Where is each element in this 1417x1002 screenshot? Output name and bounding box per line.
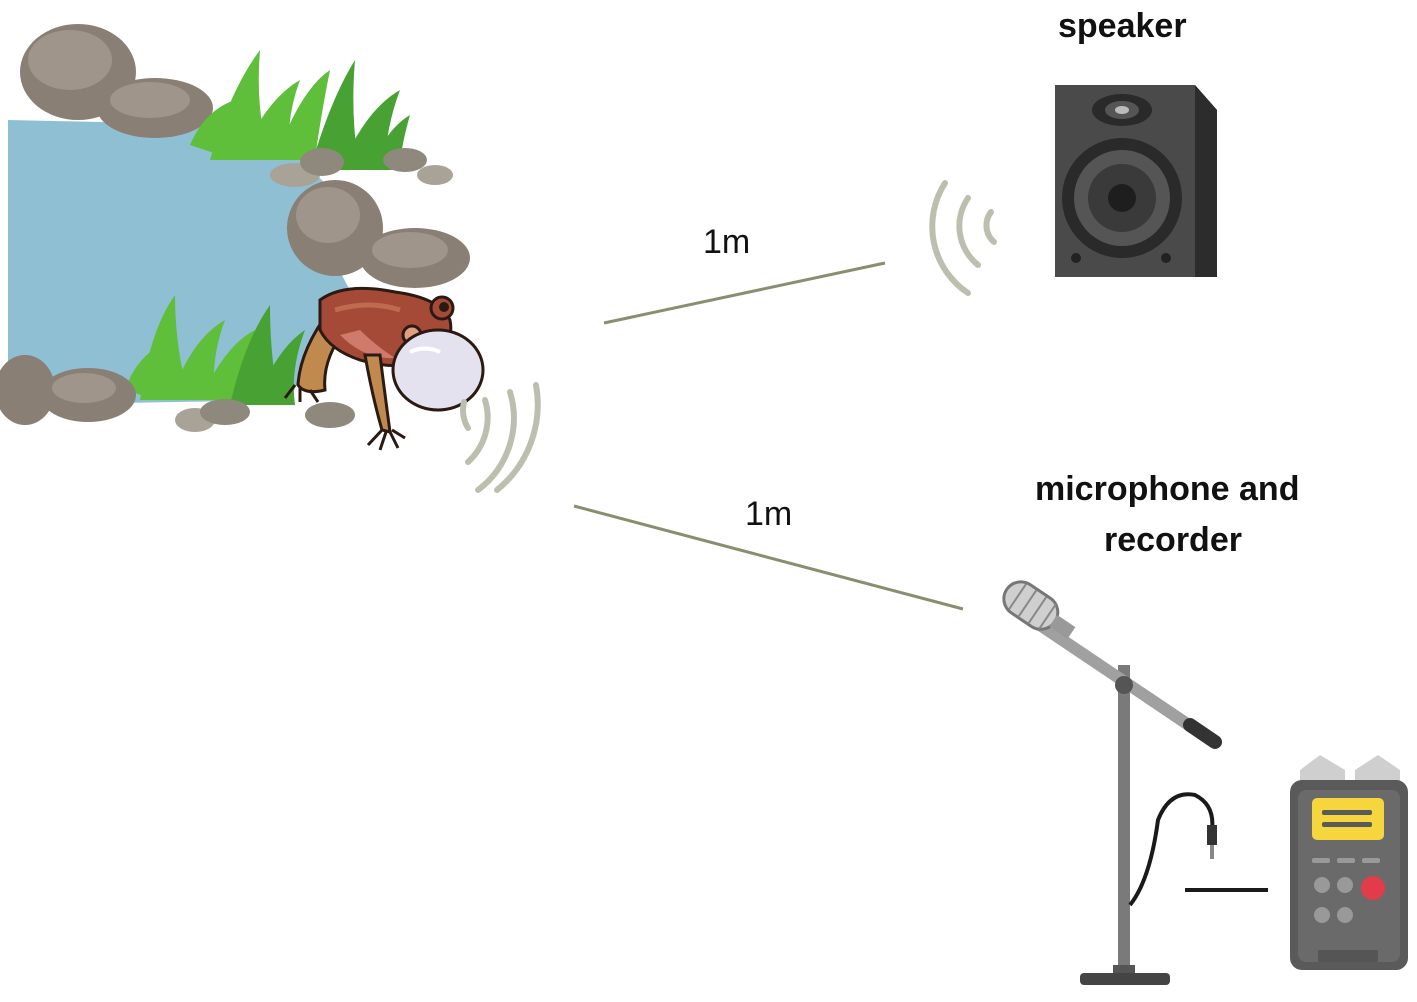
record-button	[1361, 876, 1385, 900]
speaker-icon	[1055, 85, 1217, 277]
pond-scene	[0, 24, 470, 432]
pebble	[200, 399, 250, 425]
microphone-on-stand-icon	[1002, 580, 1222, 985]
frog-sound-waves-icon	[460, 382, 541, 493]
microphone-label-line2: recorder	[1104, 521, 1242, 559]
pebble	[300, 148, 344, 176]
grass-cluster	[190, 50, 330, 160]
pebble	[305, 402, 355, 428]
speaker-label: speaker	[1058, 7, 1187, 45]
microphone-label-line1: microphone and	[1035, 470, 1300, 508]
rock	[296, 187, 360, 243]
pebble	[417, 165, 453, 185]
distance-line-speaker	[603, 261, 886, 325]
rock	[52, 373, 116, 403]
distance-label-speaker: 1m	[703, 223, 751, 261]
rock	[372, 232, 448, 268]
rock	[0, 355, 55, 425]
distance-label-microphone: 1m	[745, 495, 793, 533]
rock	[110, 82, 190, 118]
audio-recorder-icon	[1290, 755, 1408, 970]
speaker-sound-waves-icon	[929, 180, 997, 296]
vocal-sac	[391, 328, 485, 412]
pebble	[383, 148, 427, 172]
distance-line-microphone	[573, 504, 964, 611]
calling-frog-icon	[283, 286, 485, 451]
rock	[28, 30, 112, 90]
